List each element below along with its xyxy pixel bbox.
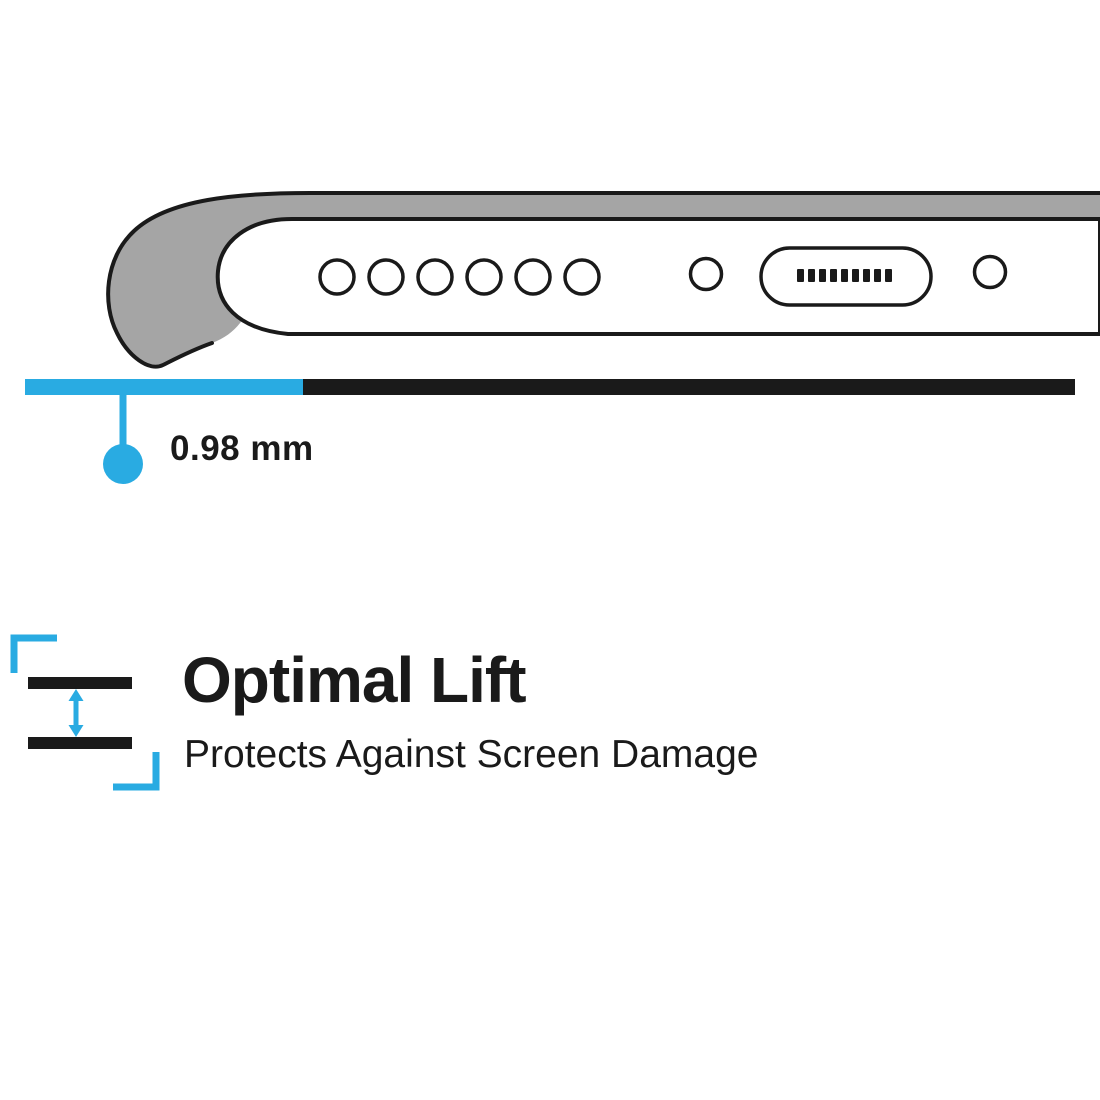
case-outline — [106, 191, 1100, 369]
speaker-hole — [318, 258, 356, 296]
vertical-double-arrow-icon — [68, 689, 84, 737]
lift-measurement-label: 0.98 mm — [170, 429, 314, 468]
mic-hole — [688, 256, 724, 292]
case-lip — [108, 193, 1100, 367]
speaker-hole — [465, 258, 503, 296]
lift-top-bar — [28, 677, 132, 689]
surface-bar — [303, 379, 1075, 395]
phone-case-illustration — [25, 191, 1100, 484]
speaker-holes — [318, 258, 601, 296]
bracket-bottom-right-icon — [113, 752, 160, 791]
bracket-top-left-icon — [10, 634, 57, 673]
lift-icon — [10, 634, 160, 791]
speaker-hole — [416, 258, 454, 296]
feature-title: Optimal Lift — [182, 644, 527, 716]
screw-hole — [972, 254, 1008, 290]
speaker-hole — [367, 258, 405, 296]
port-pins — [797, 269, 892, 282]
speaker-hole — [514, 258, 552, 296]
measure-pointer-line — [119, 393, 127, 448]
charging-port — [759, 246, 933, 307]
lift-bottom-bar — [28, 737, 132, 749]
feature-subtitle: Protects Against Screen Damage — [184, 733, 759, 776]
speaker-hole — [563, 258, 601, 296]
surface-bar-highlight — [25, 379, 303, 395]
measure-pointer-dot — [103, 444, 143, 484]
